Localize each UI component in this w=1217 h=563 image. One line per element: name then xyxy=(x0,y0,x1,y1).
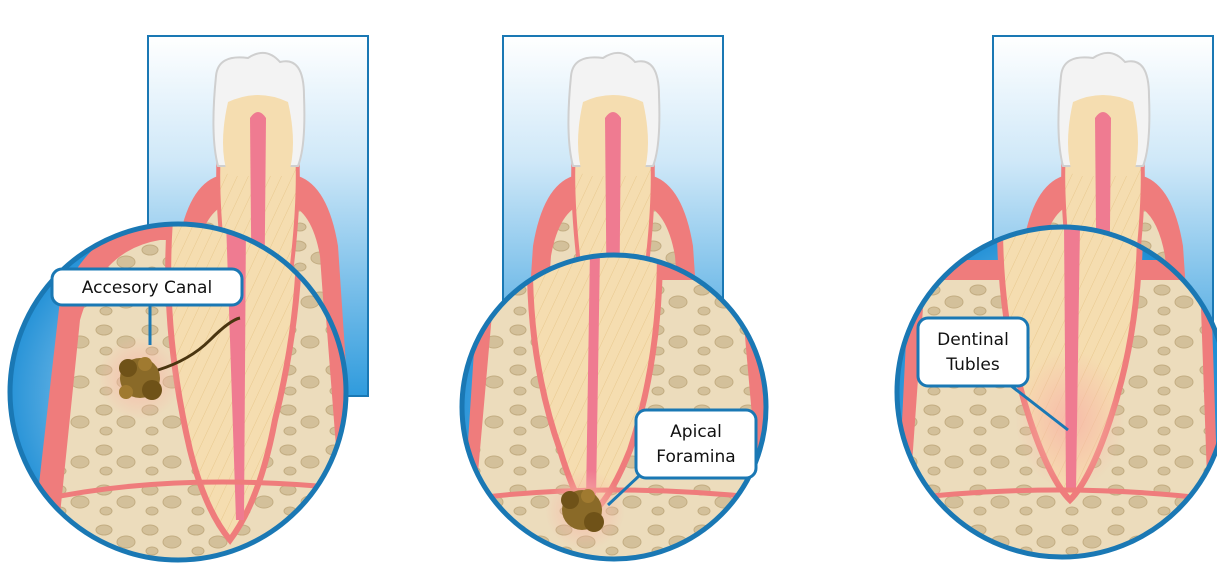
label-accesory-canal: Accesory Canal xyxy=(52,269,242,305)
panel-2: Apical Foramina xyxy=(450,36,780,563)
svg-text:Dentinal: Dentinal xyxy=(937,330,1009,350)
svg-text:Accesory Canal: Accesory Canal xyxy=(82,278,212,298)
magnifier-circle-3 xyxy=(890,225,1217,563)
label-dentinal-tubles: Dentinal Tubles xyxy=(918,318,1028,386)
panel-3: Dentinal Tubles xyxy=(890,36,1217,563)
svg-text:Apical: Apical xyxy=(670,422,722,442)
label-apical-foramina: Apical Foramina xyxy=(636,410,756,478)
panel-1: Accesory Canal xyxy=(0,36,368,563)
magnifier-circle-2 xyxy=(450,250,780,563)
svg-text:Foramina: Foramina xyxy=(656,447,735,467)
svg-text:Tubles: Tubles xyxy=(945,355,1000,375)
